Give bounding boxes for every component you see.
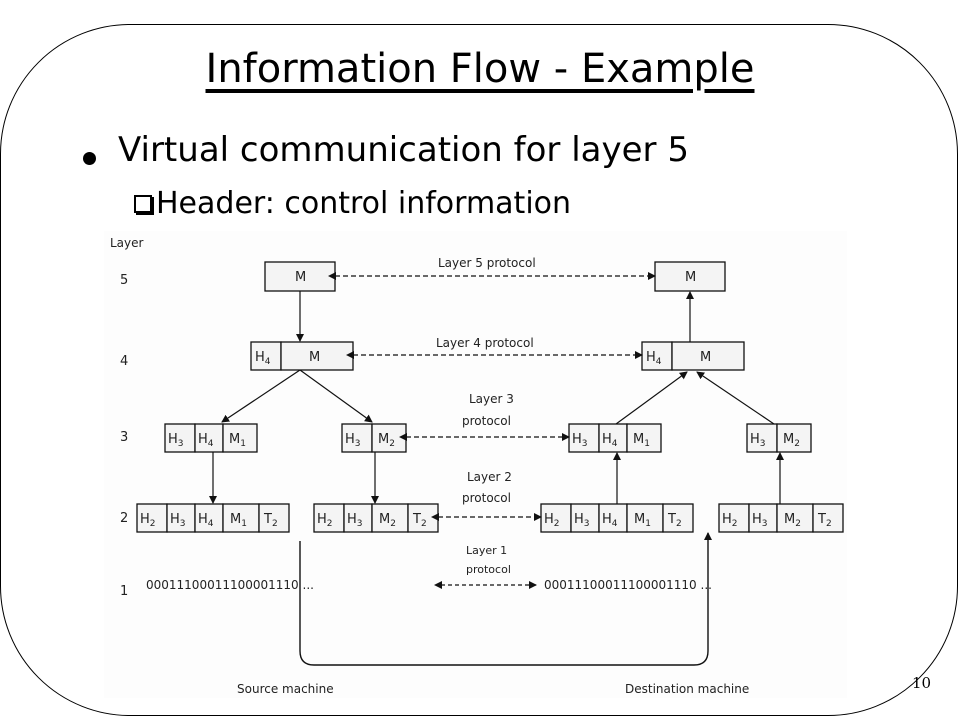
source-layer4-packet: H4 M (250, 341, 354, 371)
layer5-protocol-label: Layer 5 protocol (438, 256, 536, 270)
layer2-protocol-label-line2: protocol (462, 491, 511, 505)
layer-number-5: 5 (120, 273, 128, 288)
dest-bitstream: 00011100011100001110 ... (544, 578, 712, 592)
layer1-protocol-label-line1: Layer 1 (466, 544, 507, 557)
source-layer3-packet-1: H3 H4 M1 (164, 423, 258, 453)
layer-heading: Layer (110, 236, 144, 250)
layer4-protocol-label: Layer 4 protocol (436, 336, 534, 350)
svg-text:M: M (309, 350, 320, 365)
dest-layer2-frame-2: H2 H3 M2 T2 (718, 503, 844, 533)
layer3-protocol-label-line1: Layer 3 (469, 392, 514, 406)
dest-layer5-message: M (654, 261, 726, 292)
svg-text:M: M (685, 270, 696, 285)
slide-title: Information Flow - Example (205, 46, 755, 92)
dest-layer3-packet-1: H3 H4 M1 (568, 423, 662, 453)
bullet-virtual-communication: Virtual communication for layer 5 (118, 130, 689, 170)
layer-number-1: 1 (120, 584, 128, 599)
arrow-l3-to-l4-dest-1 (615, 371, 688, 425)
layer3-protocol-label-line2: protocol (462, 414, 511, 428)
arrow-l3-to-l4-dest-2 (696, 371, 775, 425)
dest-layer2-frame-1: H2 H3 H4 M1 T2 (540, 503, 694, 533)
layer1-protocol-label-line2: protocol (466, 563, 511, 576)
source-layer2-frame-1: H2 H3 H4 M1 T2 (136, 503, 290, 533)
arrow-l4-to-l3-source-2 (299, 369, 373, 423)
source-bitstream: 00011100011100001110 ... (146, 578, 314, 592)
arrow-l4-to-l3-source-1 (221, 369, 301, 423)
layer-number-2: 2 (120, 511, 128, 526)
svg-text:M: M (700, 350, 711, 365)
layer2-protocol-label-line1: Layer 2 (467, 470, 512, 484)
dest-machine-label: Destination machine (625, 682, 749, 696)
slide-frame (0, 24, 958, 716)
source-machine-label: Source machine (237, 682, 334, 696)
svg-text:M: M (295, 270, 306, 285)
source-layer3-packet-2: H3 M2 (341, 423, 407, 453)
layer-number-3: 3 (120, 430, 128, 445)
source-layer2-frame-2: H2 H3 M2 T2 (313, 503, 439, 533)
source-layer5-message: M (264, 261, 336, 292)
checkbox-bullet-icon (134, 195, 152, 213)
page-number: 10 (912, 674, 932, 692)
dest-layer4-packet: H4 M (641, 341, 745, 371)
layer-number-4: 4 (120, 354, 128, 369)
layer-diagram: Layer 5 4 3 2 1 M M H4 M H4 M H3 H4 M1 H… (104, 231, 847, 698)
bullet-dot-icon (83, 152, 96, 165)
physical-medium-path (299, 532, 712, 666)
dest-layer3-packet-2: H3 M2 (746, 423, 812, 453)
bullet-header-info: Header: control information (156, 186, 572, 221)
